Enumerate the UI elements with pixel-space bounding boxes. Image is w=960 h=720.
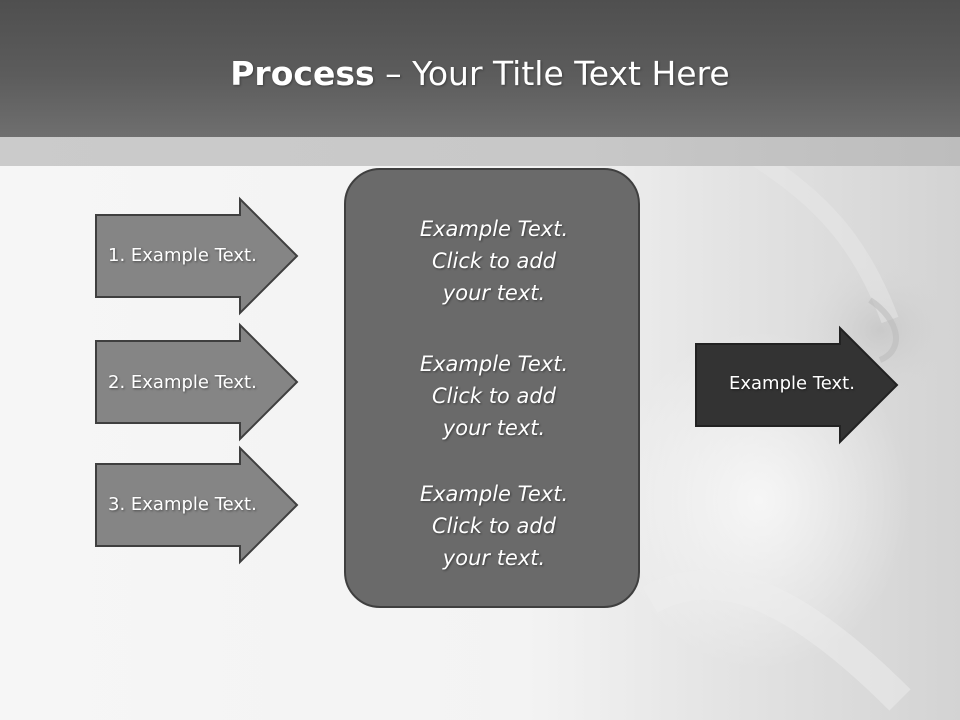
center-text-line: Example Text.: [419, 352, 569, 376]
output-arrow-label: Example Text.: [729, 373, 855, 394]
output-arrow[interactable]: [695, 325, 899, 445]
title-band: [0, 137, 960, 166]
input-arrow-3[interactable]: [95, 445, 299, 565]
center-text-line: your text.: [442, 281, 546, 305]
center-text-line: Click to add: [431, 249, 556, 273]
center-text-block-3[interactable]: Example Text. Click to add your text.: [346, 478, 642, 574]
center-text-line: Click to add: [431, 514, 556, 538]
input-arrow-1[interactable]: [95, 196, 299, 316]
slide-title: Process – Your Title Text Here: [0, 52, 960, 96]
center-text-block-1[interactable]: Example Text. Click to add your text.: [346, 213, 642, 309]
center-text-line: Click to add: [431, 384, 556, 408]
center-process-box[interactable]: Example Text. Click to add your text. Ex…: [344, 168, 640, 608]
title-rest: – Your Title Text Here: [374, 54, 730, 93]
input-arrow-2-label: 2. Example Text.: [108, 372, 257, 393]
center-text-block-2[interactable]: Example Text. Click to add your text.: [346, 348, 642, 444]
center-text-line: Example Text.: [419, 217, 569, 241]
input-arrow-3-label: 3. Example Text.: [108, 494, 257, 515]
input-arrow-2[interactable]: [95, 322, 299, 442]
center-text-line: your text.: [442, 416, 546, 440]
input-arrow-1-label: 1. Example Text.: [108, 245, 257, 266]
title-bold: Process: [230, 54, 375, 93]
center-text-line: Example Text.: [419, 482, 569, 506]
title-bar: [0, 0, 960, 137]
center-text-line: your text.: [442, 546, 546, 570]
